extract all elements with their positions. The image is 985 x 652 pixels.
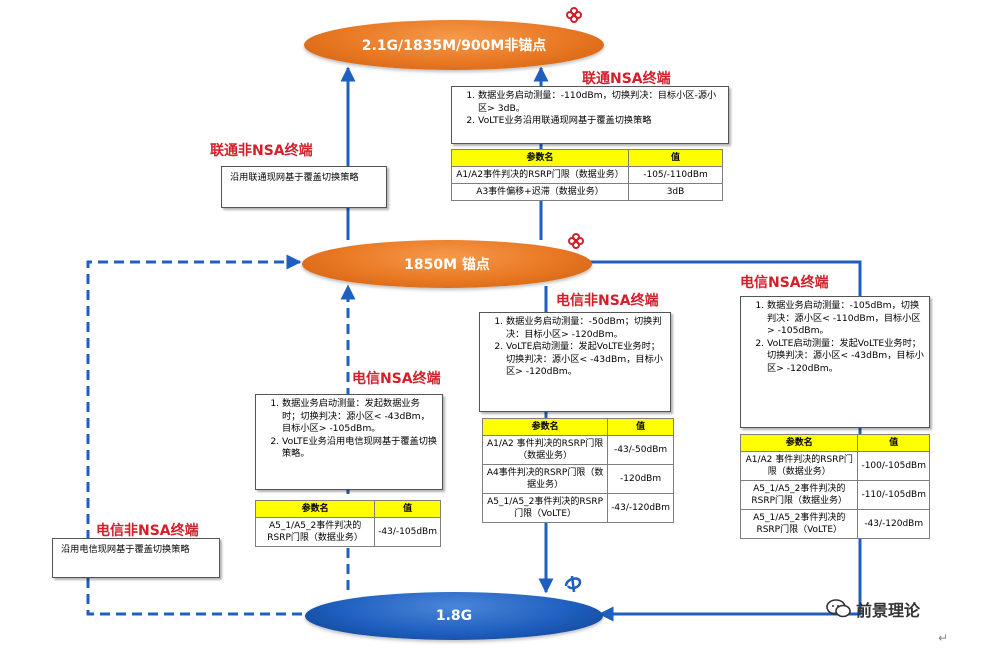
table-cell: -110/-105dBm bbox=[857, 480, 930, 510]
label-unicom-non-nsa: 联通非NSA终端 bbox=[210, 143, 313, 159]
label-telecom-non-nsa-mid: 电信非NSA终端 bbox=[556, 293, 659, 309]
table-header: 值 bbox=[607, 418, 674, 436]
list-item: VoLTE业务沿用电信现网基于覆盖切换策略。 bbox=[282, 436, 438, 461]
list-item: VoLTE业务沿用联通现网基于覆盖切换策略 bbox=[478, 115, 724, 128]
table-header: 参数名 bbox=[739, 434, 859, 452]
list-item: 数据业务启动测量：发起数据业务时；切换判决：源小区< -43dBm，目标小区> … bbox=[282, 398, 438, 436]
table-header-row: 参数名 值 bbox=[451, 149, 723, 167]
label-telecom-nsa-left: 电信NSA终端 bbox=[352, 371, 441, 387]
table-row: A4事件判决的RSRP门限（数据业务） -120dBm bbox=[481, 464, 674, 494]
label-telecom-non-nsa-left: 电信非NSA终端 bbox=[96, 523, 199, 539]
note-telecom-non-nsa: 沿用电信现网基于覆盖切换策略 bbox=[52, 538, 220, 578]
list-item: VoLTE启动测量：发起VoLTE业务时；切换判决：源小区< -43dBm，目标… bbox=[767, 338, 925, 376]
label-telecom-nsa-right: 电信NSA终端 bbox=[740, 275, 829, 291]
table-cell: A5_1/A5_2事件判决的RSRP门限（数据业务） bbox=[254, 517, 376, 547]
table-cell: A5_1/A5_2事件判决的RSRP门限（VoLTE） bbox=[481, 493, 609, 523]
table-header: 参数名 bbox=[451, 149, 629, 167]
node-top: 2.1G/1835M/900M非锚点 bbox=[304, 20, 604, 70]
table-row: A3事件偏移+迟滞（数据业务） 3dB bbox=[451, 183, 723, 201]
list-telecom-non-nsa-mid: 数据业务启动测量：-50dBm；切换判决：目标小区> -120dBm。 VoLT… bbox=[479, 312, 671, 412]
table-row: A5_1/A5_2事件判决的RSRP门限（数据业务） -110/-105dBm bbox=[739, 480, 930, 510]
node-bottom-label: 1.8G bbox=[435, 608, 473, 624]
unicom-logo-icon bbox=[568, 233, 584, 249]
table-cell: A1/A2事件判决的RSRP门限（数据业务） bbox=[451, 166, 629, 184]
list-unicom-nsa: 数据业务启动测量：-110dBm，切换判决：目标小区-源小区> 3dB。 VoL… bbox=[451, 86, 729, 144]
table-cell: A5_1/A5_2事件判决的RSRP门限（数据业务） bbox=[739, 480, 859, 510]
note-telecom-non-nsa-text: 沿用电信现网基于覆盖切换策略 bbox=[61, 544, 190, 555]
list-telecom-nsa-left: 数据业务启动测量：发起数据业务时；切换判决：源小区< -43dBm，目标小区> … bbox=[255, 394, 443, 490]
table-unicom: 参数名 值 A1/A2事件判决的RSRP门限（数据业务） -105/-110dB… bbox=[451, 149, 723, 201]
table-cell: A1/A2 事件判决的RSRP门限（数据业务） bbox=[739, 451, 859, 481]
table-row: A5_1/A5_2事件判决的RSRP门限（VoLTE） -43/-120dBm bbox=[739, 509, 930, 539]
table-row: A1/A2事件判决的RSRP门限（数据业务） -105/-110dBm bbox=[451, 166, 723, 184]
table-row: A1/A2 事件判决的RSRP门限（数据业务） -100/-105dBm bbox=[739, 451, 930, 481]
list-item: 数据业务启动测量：-110dBm，切换判决：目标小区-源小区> 3dB。 bbox=[478, 90, 724, 115]
table-header-row: 参数名 值 bbox=[254, 500, 441, 518]
table-telecom-left: 参数名 值 A5_1/A5_2事件判决的RSRP门限（数据业务） -43/-10… bbox=[254, 500, 441, 547]
return-mark-icon: ↵ bbox=[938, 631, 949, 645]
node-bottom: 1.8G bbox=[305, 592, 603, 640]
note-unicom-non-nsa: 沿用联通现网基于覆盖切换策略 bbox=[221, 166, 387, 208]
node-anchor-label: 1850M 锚点 bbox=[404, 257, 490, 273]
table-header-row: 参数名 值 bbox=[739, 434, 930, 452]
table-cell: A5_1/A5_2事件判决的RSRP门限（VoLTE） bbox=[739, 509, 859, 539]
table-cell: -100/-105dBm bbox=[857, 451, 930, 481]
arrow-telecom-non-nsa-loop bbox=[86, 254, 318, 616]
unicom-logo-icon bbox=[566, 7, 582, 23]
table-cell: -43/-120dBm bbox=[857, 509, 930, 539]
table-header: 值 bbox=[374, 500, 441, 518]
table-cell: A1/A2 事件判决的RSRP门限（数据业务） bbox=[481, 435, 609, 465]
table-row: A1/A2 事件判决的RSRP门限（数据业务） -43/-50dBm bbox=[481, 435, 674, 465]
table-row: A5_1/A5_2事件判决的RSRP门限（VoLTE） -43/-120dBm bbox=[481, 493, 674, 523]
node-top-label: 2.1G/1835M/900M非锚点 bbox=[361, 38, 547, 54]
table-telecom-right: 参数名 值 A1/A2 事件判决的RSRP门限（数据业务） -100/-105d… bbox=[739, 434, 930, 539]
table-cell: -105/-110dBm bbox=[628, 166, 723, 184]
telecom-logo-icon bbox=[564, 575, 582, 593]
table-header: 值 bbox=[857, 434, 930, 452]
watermark: 前景理论 bbox=[826, 597, 920, 621]
table-cell: -43/-105dBm bbox=[374, 517, 441, 547]
table-header-row: 参数名 值 bbox=[481, 418, 674, 436]
table-cell: -120dBm bbox=[607, 464, 674, 494]
list-item: 数据业务启动测量：-50dBm；切换判决：目标小区> -120dBm。 bbox=[506, 316, 666, 341]
table-telecom-mid: 参数名 值 A1/A2 事件判决的RSRP门限（数据业务） -43/-50dBm… bbox=[481, 418, 674, 523]
list-item: VoLTE启动测量：发起VoLTE业务时；切换判决：源小区< -43dBm，目标… bbox=[506, 341, 666, 379]
note-unicom-non-nsa-text: 沿用联通现网基于覆盖切换策略 bbox=[230, 172, 359, 183]
list-telecom-nsa-right: 数据业务启动测量：-105dBm，切换判决：源小区< -110dBm，目标小区>… bbox=[740, 296, 930, 428]
watermark-text: 前景理论 bbox=[856, 601, 921, 620]
table-header: 参数名 bbox=[254, 500, 376, 518]
table-cell: -43/-50dBm bbox=[607, 435, 674, 465]
list-item: 数据业务启动测量：-105dBm，切换判决：源小区< -110dBm，目标小区>… bbox=[767, 300, 925, 338]
table-cell: 3dB bbox=[628, 183, 723, 201]
table-header: 值 bbox=[628, 149, 723, 167]
label-unicom-nsa: 联通NSA终端 bbox=[582, 71, 671, 87]
table-row: A5_1/A5_2事件判决的RSRP门限（数据业务） -43/-105dBm bbox=[254, 517, 441, 547]
table-cell: -43/-120dBm bbox=[607, 493, 674, 523]
table-header: 参数名 bbox=[481, 418, 609, 436]
node-anchor: 1850M 锚点 bbox=[302, 240, 592, 288]
table-cell: A3事件偏移+迟滞（数据业务） bbox=[451, 183, 629, 201]
wechat-icon bbox=[826, 599, 851, 618]
table-cell: A4事件判决的RSRP门限（数据业务） bbox=[481, 464, 609, 494]
